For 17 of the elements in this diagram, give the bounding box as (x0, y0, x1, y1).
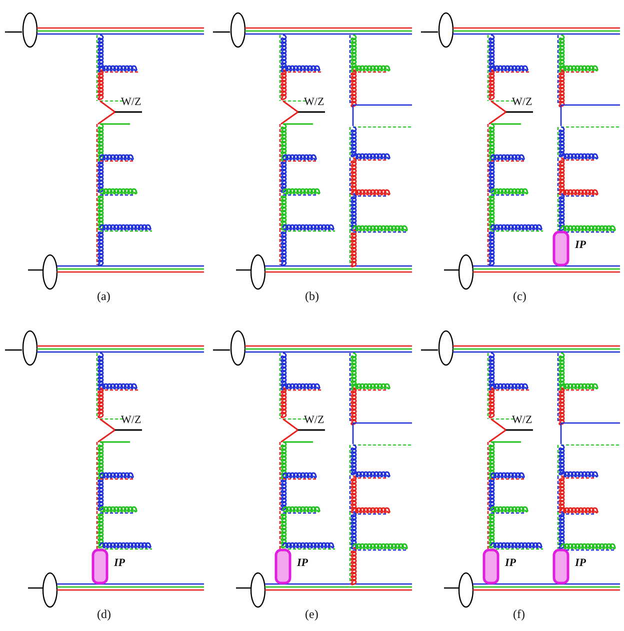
pomeron-label: IP (297, 558, 308, 569)
boson-label: W/Z (304, 415, 324, 426)
pomeron-label: IP (114, 558, 125, 569)
panel-caption: (c) (513, 290, 526, 302)
pomeron-label: IP (575, 558, 586, 569)
boson-label: W/Z (121, 415, 142, 426)
boson-label: W/Z (304, 97, 324, 108)
panel-caption: (e) (305, 608, 318, 620)
boson-label: W/Z (121, 97, 142, 108)
boson-label: W/Z (512, 415, 532, 426)
pomeron-label: IP (505, 558, 516, 569)
panel-caption: (b) (305, 290, 319, 302)
pomeron-label: IP (575, 240, 586, 251)
panel-caption: (a) (97, 290, 110, 302)
panel-caption: (d) (97, 608, 111, 620)
boson-label: W/Z (512, 97, 532, 108)
panel-caption: (f) (513, 608, 525, 620)
